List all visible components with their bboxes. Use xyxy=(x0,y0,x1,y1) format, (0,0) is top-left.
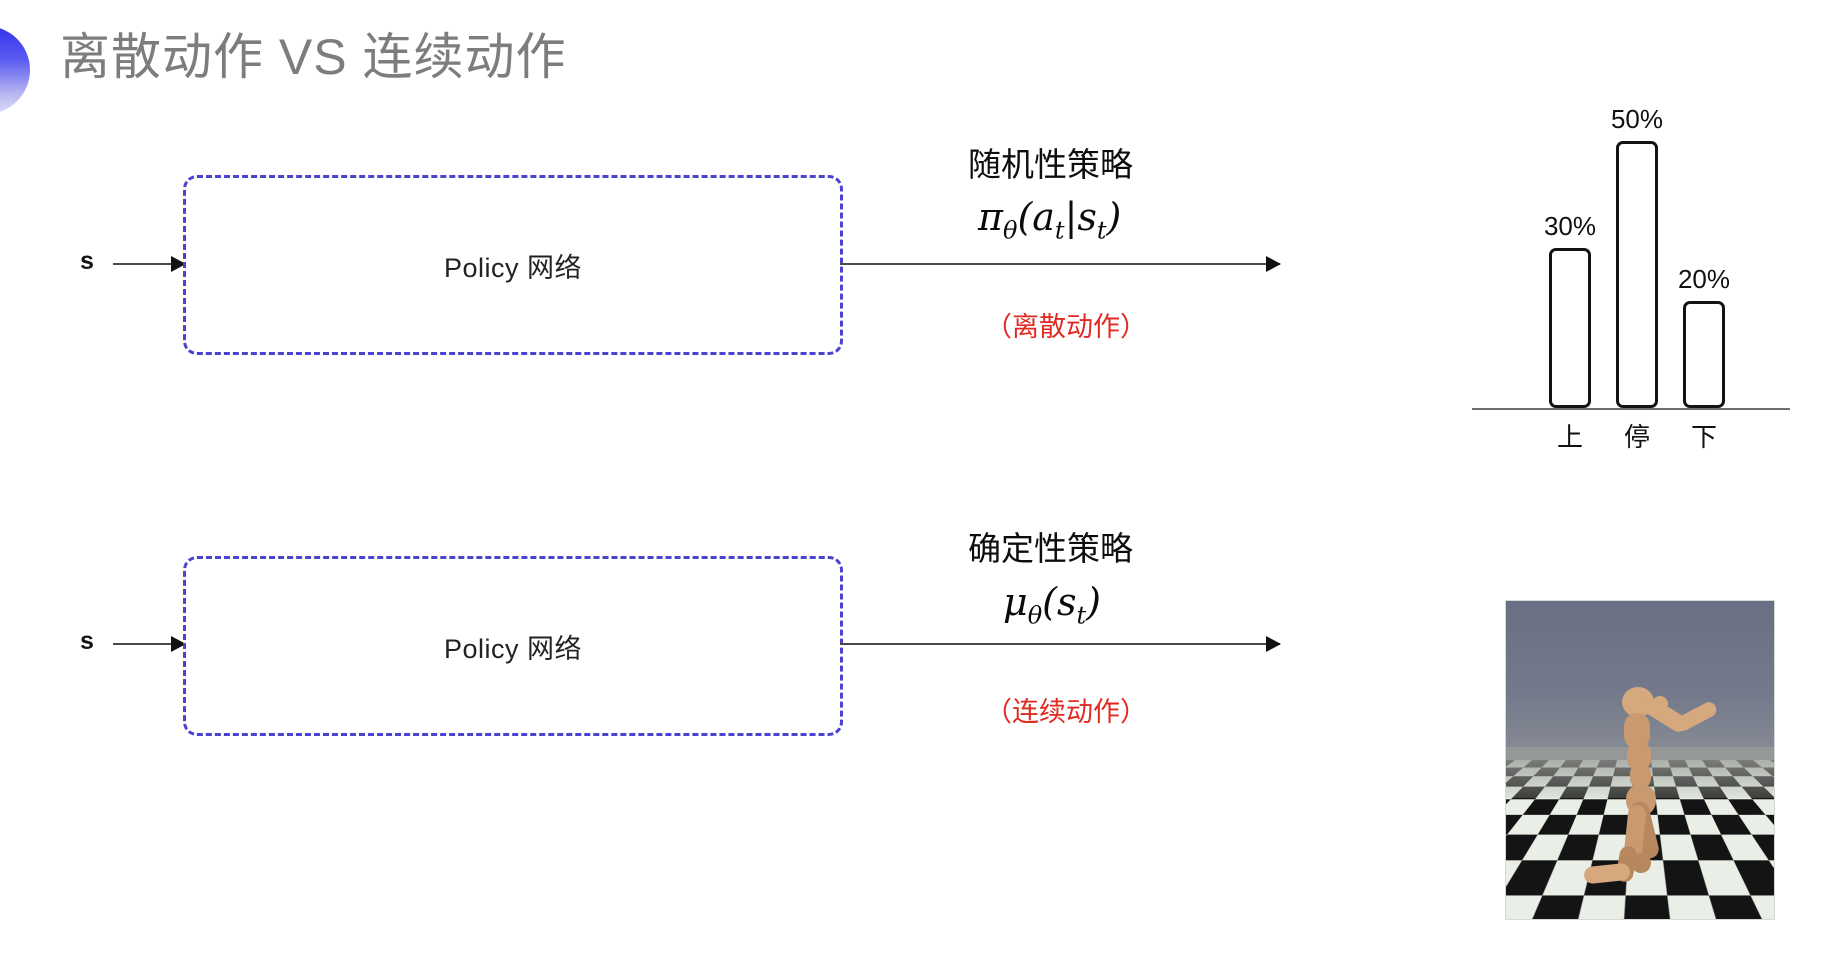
bar-down xyxy=(1683,301,1725,408)
bar-value-up: 30% xyxy=(1543,211,1597,241)
slide-footer-divider xyxy=(0,962,1846,966)
formula-mu-symbol: μ xyxy=(1003,580,1028,624)
formula-given-state: |s xyxy=(1064,195,1097,239)
bar-category-down: 下 xyxy=(1690,423,1717,453)
formula-mu-theta-sub: θ xyxy=(1027,601,1043,630)
bar-value-stop: 50% xyxy=(1610,104,1664,134)
formula-action-sub: t xyxy=(1054,216,1065,245)
bar-stop xyxy=(1616,141,1658,408)
input-state-label-discrete: s xyxy=(80,247,94,275)
policy-label-zh-continuous: 网络 xyxy=(527,633,583,665)
action-probability-bar-chart: 30% 上 50% 停 20% 下 xyxy=(1472,95,1792,453)
formula-state-sub-2: t xyxy=(1076,601,1087,630)
stochastic-policy-title: 随机性策略 xyxy=(968,146,1133,183)
bar-up xyxy=(1549,248,1591,408)
policy-label-en-discrete: Policy xyxy=(443,252,528,283)
formula-open-action: (a xyxy=(1017,195,1055,239)
input-state-label-continuous: s xyxy=(80,627,94,655)
continuous-action-note: （连续动作） xyxy=(985,697,1147,727)
formula-state-sub: t xyxy=(1096,216,1107,245)
humanoid-simulation-image xyxy=(1505,600,1775,920)
title-bullet-icon xyxy=(0,26,30,114)
humanoid-lower-torso xyxy=(1630,763,1651,789)
formula-close-paren-2: ) xyxy=(1086,580,1101,624)
formula-pi-symbol: π xyxy=(978,195,1003,239)
bar-category-up: 上 xyxy=(1556,423,1583,453)
policy-network-label-continuous: Policy 网络 xyxy=(444,627,582,666)
policy-label-en-continuous: Policy xyxy=(443,633,528,664)
arrow-policy-to-output-continuous xyxy=(840,643,1280,645)
policy-label-zh-discrete: 网络 xyxy=(527,252,583,284)
humanoid-hand xyxy=(1652,696,1668,712)
policy-network-box-discrete[interactable]: Policy 网络 xyxy=(183,175,843,355)
arrow-input-to-policy-continuous xyxy=(113,643,185,645)
arrow-policy-to-output-discrete xyxy=(840,263,1280,265)
deterministic-policy-formula: μθ(st) xyxy=(1003,580,1101,630)
policy-network-label-discrete: Policy 网络 xyxy=(444,246,582,285)
policy-network-box-continuous[interactable]: Policy 网络 xyxy=(183,556,843,736)
discrete-action-note: （离散动作） xyxy=(985,312,1147,342)
stochastic-policy-formula: πθ(at|st) xyxy=(978,195,1121,245)
humanoid-knee xyxy=(1631,853,1651,873)
bar-category-stop: 停 xyxy=(1623,423,1650,453)
formula-close-paren: ) xyxy=(1106,195,1122,239)
formula-open-state: (s xyxy=(1042,580,1077,624)
chart-baseline-axis xyxy=(1472,408,1790,410)
page-title: 离散动作 VS 连续动作 xyxy=(60,29,567,85)
bar-value-down: 20% xyxy=(1677,264,1731,294)
deterministic-policy-title: 确定性策略 xyxy=(968,530,1133,567)
arrow-input-to-policy-discrete xyxy=(113,263,185,265)
formula-theta-sub: θ xyxy=(1002,216,1018,245)
